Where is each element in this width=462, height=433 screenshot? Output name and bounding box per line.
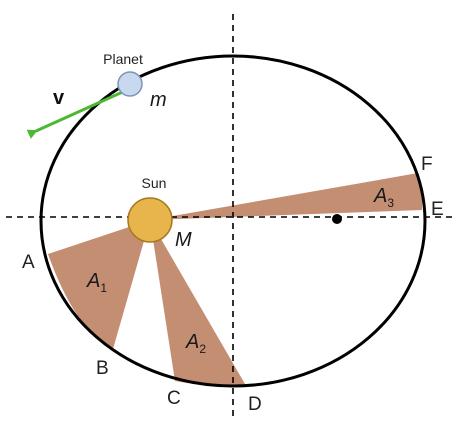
area-2-subscript: 2 [199, 342, 206, 356]
sun [127, 197, 173, 243]
point-a-label: A [22, 252, 35, 273]
area-2-label: A2 [185, 331, 206, 356]
area-1-letter: A [86, 270, 100, 292]
point-f-label: F [421, 154, 433, 175]
area-3-letter: A [373, 185, 387, 207]
swept-area-2 [150, 220, 245, 386]
sun-mass-label: M [175, 229, 192, 251]
area-1-subscript: 1 [100, 281, 107, 295]
swept-area-1 [48, 220, 150, 349]
point-b-label: B [96, 358, 109, 379]
area-2-letter: A [185, 331, 199, 353]
elliptical-orbit [39, 54, 427, 388]
sun-label: Sun [142, 175, 167, 191]
planet [117, 71, 143, 97]
planet-label: Planet [103, 51, 143, 67]
area-3-label: A3 [373, 185, 394, 210]
planet-mass-label: m [150, 89, 167, 111]
swept-area-3 [150, 173, 423, 220]
area-3-subscript: 3 [387, 196, 394, 210]
point-d-label: D [248, 394, 262, 415]
area-1-label: A1 [86, 270, 107, 295]
velocity-label: v [53, 87, 65, 109]
point-c-label: C [167, 388, 181, 409]
point-e-label: E [431, 199, 444, 220]
empty-focus-dot [332, 214, 342, 224]
velocity-arrow [26, 88, 128, 139]
